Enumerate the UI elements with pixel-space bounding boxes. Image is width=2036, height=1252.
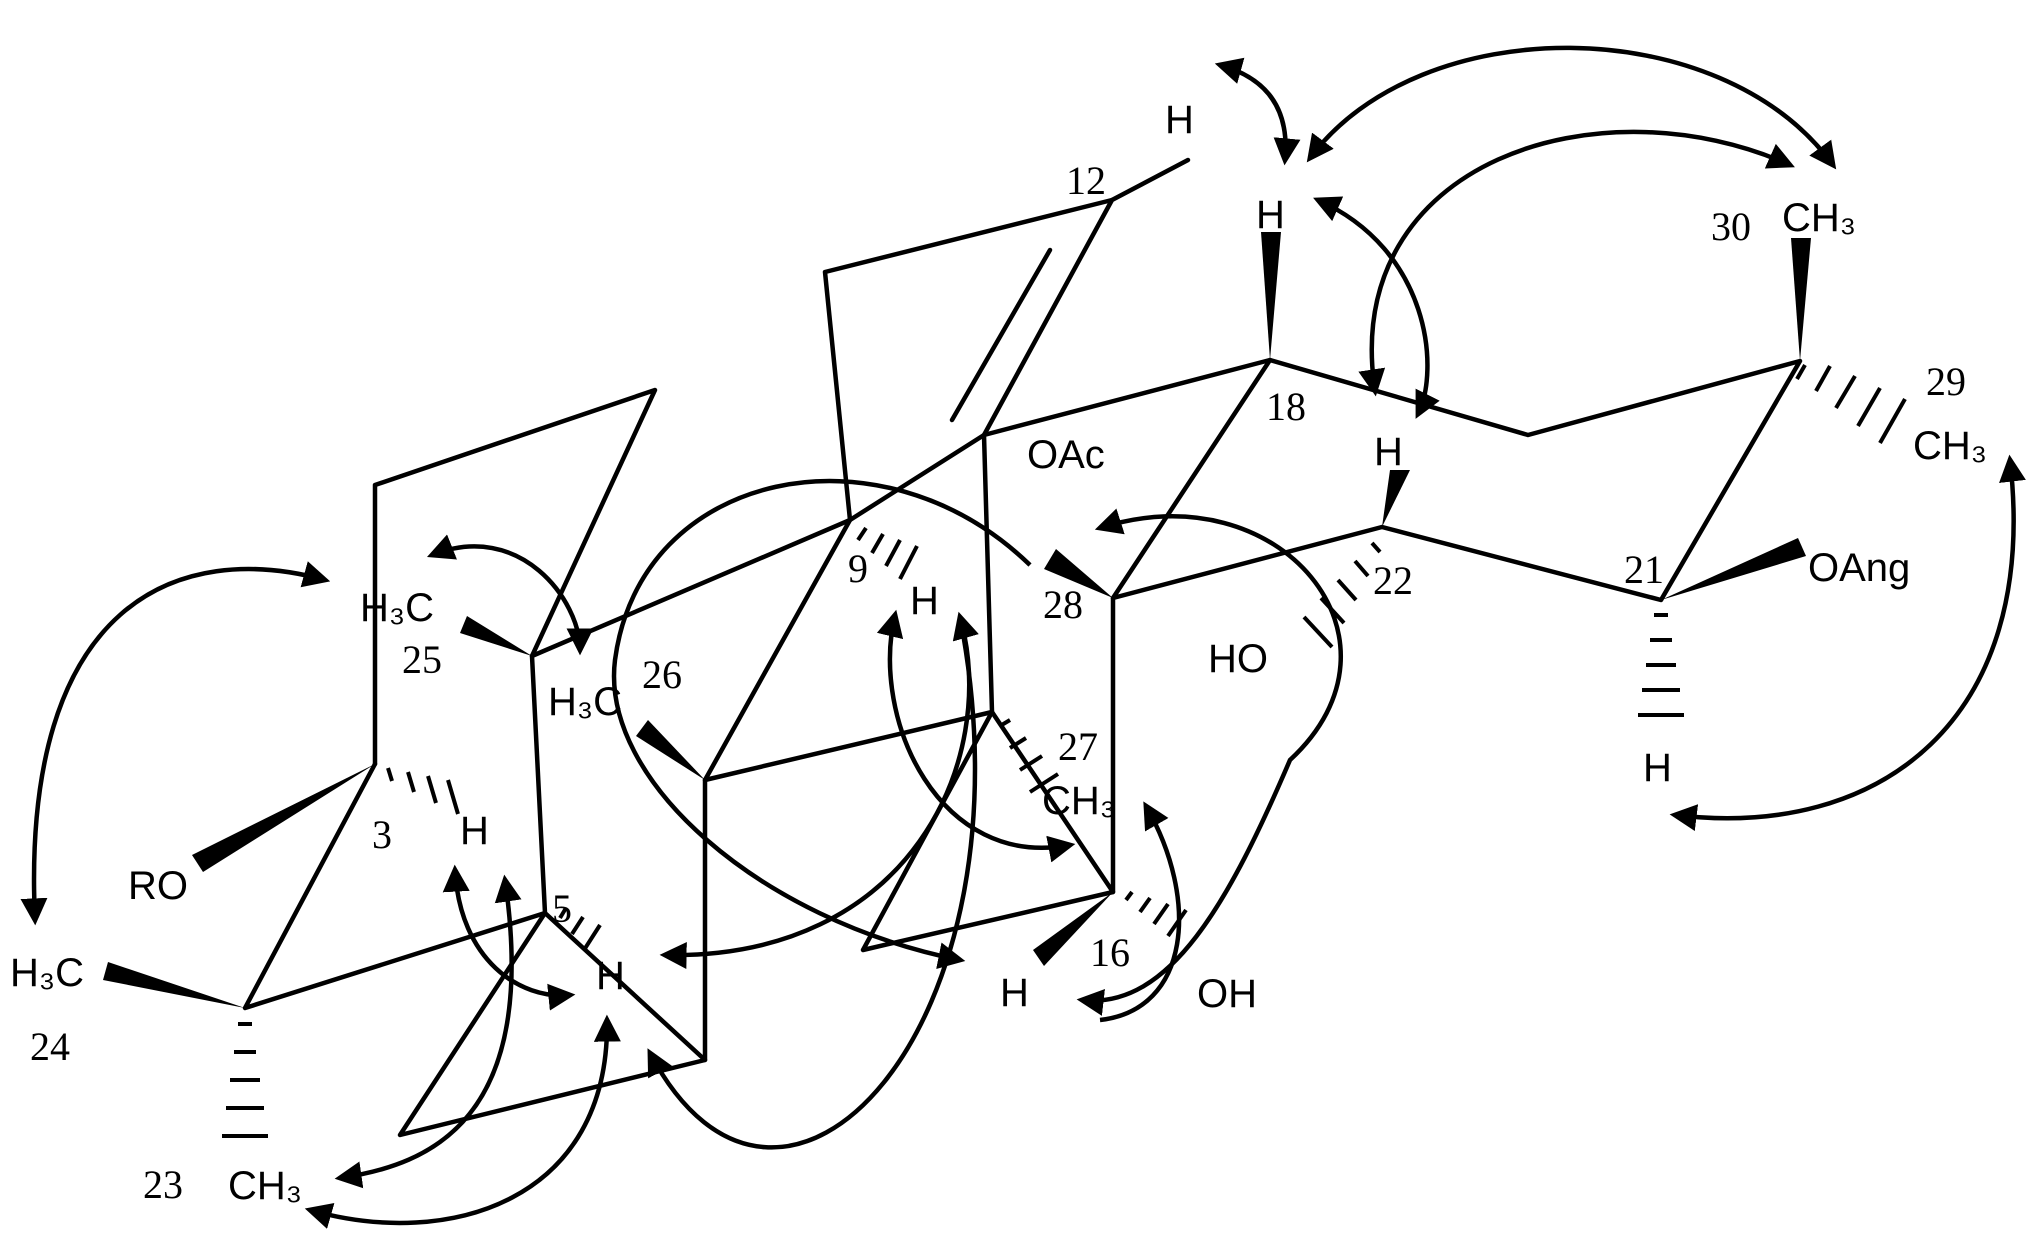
atom-label-h-21: H bbox=[1643, 746, 1672, 790]
noe-arrow bbox=[304, 1014, 621, 1229]
atom-label-h-5: H bbox=[596, 954, 625, 998]
atom-label-ch3-26: H₃C bbox=[548, 680, 622, 724]
noe-arrow bbox=[334, 874, 522, 1189]
noe-arrow bbox=[1358, 129, 1795, 397]
atom-label-h-3: H bbox=[460, 809, 489, 853]
atom-label-ho-22: HO bbox=[1208, 637, 1268, 681]
carbon-numbers: 12 30 18 29 28 22 21 9 25 26 27 3 5 16 2… bbox=[30, 158, 1966, 1207]
carbon-number-12: 12 bbox=[1066, 158, 1106, 203]
atom-label-h-22: H bbox=[1374, 430, 1403, 474]
atom-label-ch3-30: CH₃ bbox=[1782, 196, 1856, 240]
atom-label-h-16: H bbox=[1000, 971, 1029, 1015]
noe-arrow bbox=[647, 616, 978, 1150]
atom-label-h-18: H bbox=[1256, 193, 1285, 237]
carbon-number-30: 30 bbox=[1711, 204, 1751, 249]
carbon-number-9: 9 bbox=[848, 546, 868, 591]
noe-arrow bbox=[20, 561, 331, 926]
atom-labels: H H H H H H H H CH₃ CH₃ OAc OAng HO OH H… bbox=[10, 98, 1987, 1208]
atom-label-ch3-29: CH₃ bbox=[1913, 424, 1987, 468]
carbon-number-28: 28 bbox=[1043, 582, 1083, 627]
atom-label-ch3-27: CH₃ bbox=[1042, 779, 1116, 823]
noe-arrow bbox=[426, 534, 594, 656]
carbon-number-5: 5 bbox=[552, 886, 572, 931]
atom-label-ro: RO bbox=[128, 864, 188, 908]
carbon-number-23: 23 bbox=[143, 1162, 183, 1207]
carbon-number-16: 16 bbox=[1090, 930, 1130, 975]
atom-label-ch3-23: CH₃ bbox=[228, 1164, 302, 1208]
carbon-number-26: 26 bbox=[642, 652, 682, 697]
atom-label-h-9: H bbox=[910, 579, 939, 623]
noe-arrow bbox=[1214, 57, 1301, 166]
carbon-number-25: 25 bbox=[402, 637, 442, 682]
carbon-number-3: 3 bbox=[372, 812, 392, 857]
noe-arrow bbox=[1076, 508, 1343, 1016]
atom-label-ch3-24: H₃C bbox=[10, 951, 84, 995]
carbon-number-27: 27 bbox=[1058, 724, 1098, 769]
carbon-number-22: 22 bbox=[1373, 558, 1413, 603]
atom-label-oac: OAc bbox=[1027, 433, 1105, 477]
noe-arrow bbox=[1669, 454, 2026, 832]
atom-label-ch3-25: H₃C bbox=[360, 586, 434, 630]
noe-arrow bbox=[1313, 196, 1440, 419]
atom-label-h-12: H bbox=[1165, 98, 1194, 142]
noe-arrow bbox=[1306, 45, 1837, 170]
carbon-number-18: 18 bbox=[1266, 384, 1306, 429]
carbon-number-29: 29 bbox=[1926, 359, 1966, 404]
carbon-number-21: 21 bbox=[1624, 547, 1664, 592]
atom-label-oh-16: OH bbox=[1197, 972, 1257, 1016]
noe-arrow bbox=[1099, 801, 1182, 1023]
carbon-number-24: 24 bbox=[30, 1024, 70, 1069]
noe-correlation-arrows bbox=[20, 45, 2026, 1229]
atom-label-oang: OAng bbox=[1808, 546, 1910, 590]
noe-arrow bbox=[659, 611, 979, 969]
